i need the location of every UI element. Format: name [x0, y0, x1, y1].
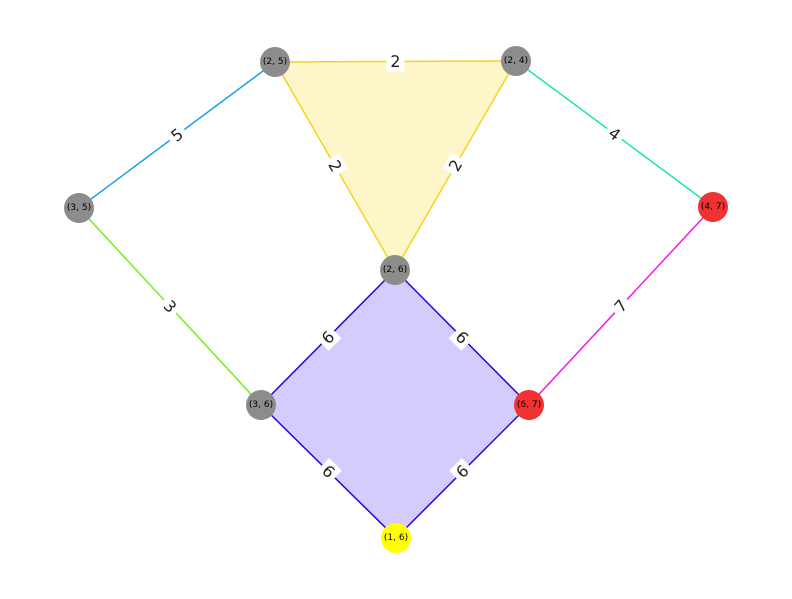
node-n35: (3, 5): [64, 193, 94, 223]
edge-weight-backdrop: [442, 152, 469, 179]
edge-weight-backdrop: [607, 292, 635, 320]
node-n25: (2, 5): [260, 47, 290, 77]
edge-weight-label-n67-n16: 6: [449, 458, 476, 485]
edge-weight-backdrop: [448, 324, 476, 351]
node-n16: (1, 6): [381, 523, 411, 553]
node-n67: (6, 7): [514, 390, 544, 420]
node-circle: [260, 47, 290, 77]
edge-weight-backdrop: [314, 324, 342, 351]
edge-weight-backdrop: [156, 293, 184, 320]
node-label: (6, 7): [517, 400, 541, 410]
node-circle: [501, 46, 531, 76]
node-circle: [514, 390, 544, 420]
edge-labels-layer: 2 2 2 5 4 3 7 6 6 6 6: [156, 51, 635, 485]
edge-weight-label-n25-n35: 5: [163, 121, 191, 149]
edge-weight-label-n47-n67: 7: [607, 292, 635, 320]
edge-weight-backdrop: [321, 153, 349, 179]
node-circle: [380, 255, 410, 285]
node-label: (3, 5): [67, 203, 91, 213]
edge-weight-backdrop: [315, 458, 342, 485]
node-label: (2, 5): [263, 57, 287, 67]
edge-weight-text: 2: [390, 52, 400, 71]
node-n36: (3, 6): [246, 390, 276, 420]
node-label: (4, 7): [701, 202, 725, 212]
edge-weight-label-n26-n36: 6: [314, 324, 342, 351]
node-label: (2, 6): [383, 265, 407, 275]
node-n24: (2, 4): [501, 46, 531, 76]
edge-weight-backdrop: [386, 51, 405, 72]
edge-weight-label-n26-n67: 6: [448, 324, 476, 351]
node-n47: (4, 7): [698, 192, 728, 222]
edge-weight-label-n24-n26: 2: [442, 152, 469, 179]
node-label: (3, 6): [249, 400, 273, 410]
node-circle: [381, 523, 411, 553]
node-label: (1, 6): [384, 533, 408, 543]
edge-weight-label-n35-n36: 3: [156, 293, 184, 320]
edge-weight-label-n36-n16: 6: [315, 458, 342, 485]
node-circle: [246, 390, 276, 420]
node-circle: [698, 192, 728, 222]
node-label: (2, 4): [504, 56, 528, 66]
edge-weight-label-n25-n24: 2: [386, 51, 405, 72]
edge-weight-backdrop: [163, 121, 191, 149]
square-face: [261, 270, 529, 538]
faces-layer: [261, 61, 529, 538]
edge-weight-label-n25-n26: 2: [321, 153, 349, 179]
edge-weight-backdrop: [601, 120, 628, 148]
node-n26: (2, 6): [380, 255, 410, 285]
edge-weight-label-n24-n47: 4: [601, 120, 628, 148]
node-circle: [64, 193, 94, 223]
triangle-face: [275, 61, 516, 270]
nodes-layer: (2, 5) (2, 4) (3, 5) (4, 7) (2, 6) (3, 6) (6, …: [64, 46, 728, 553]
edge-weight-backdrop: [449, 458, 476, 485]
